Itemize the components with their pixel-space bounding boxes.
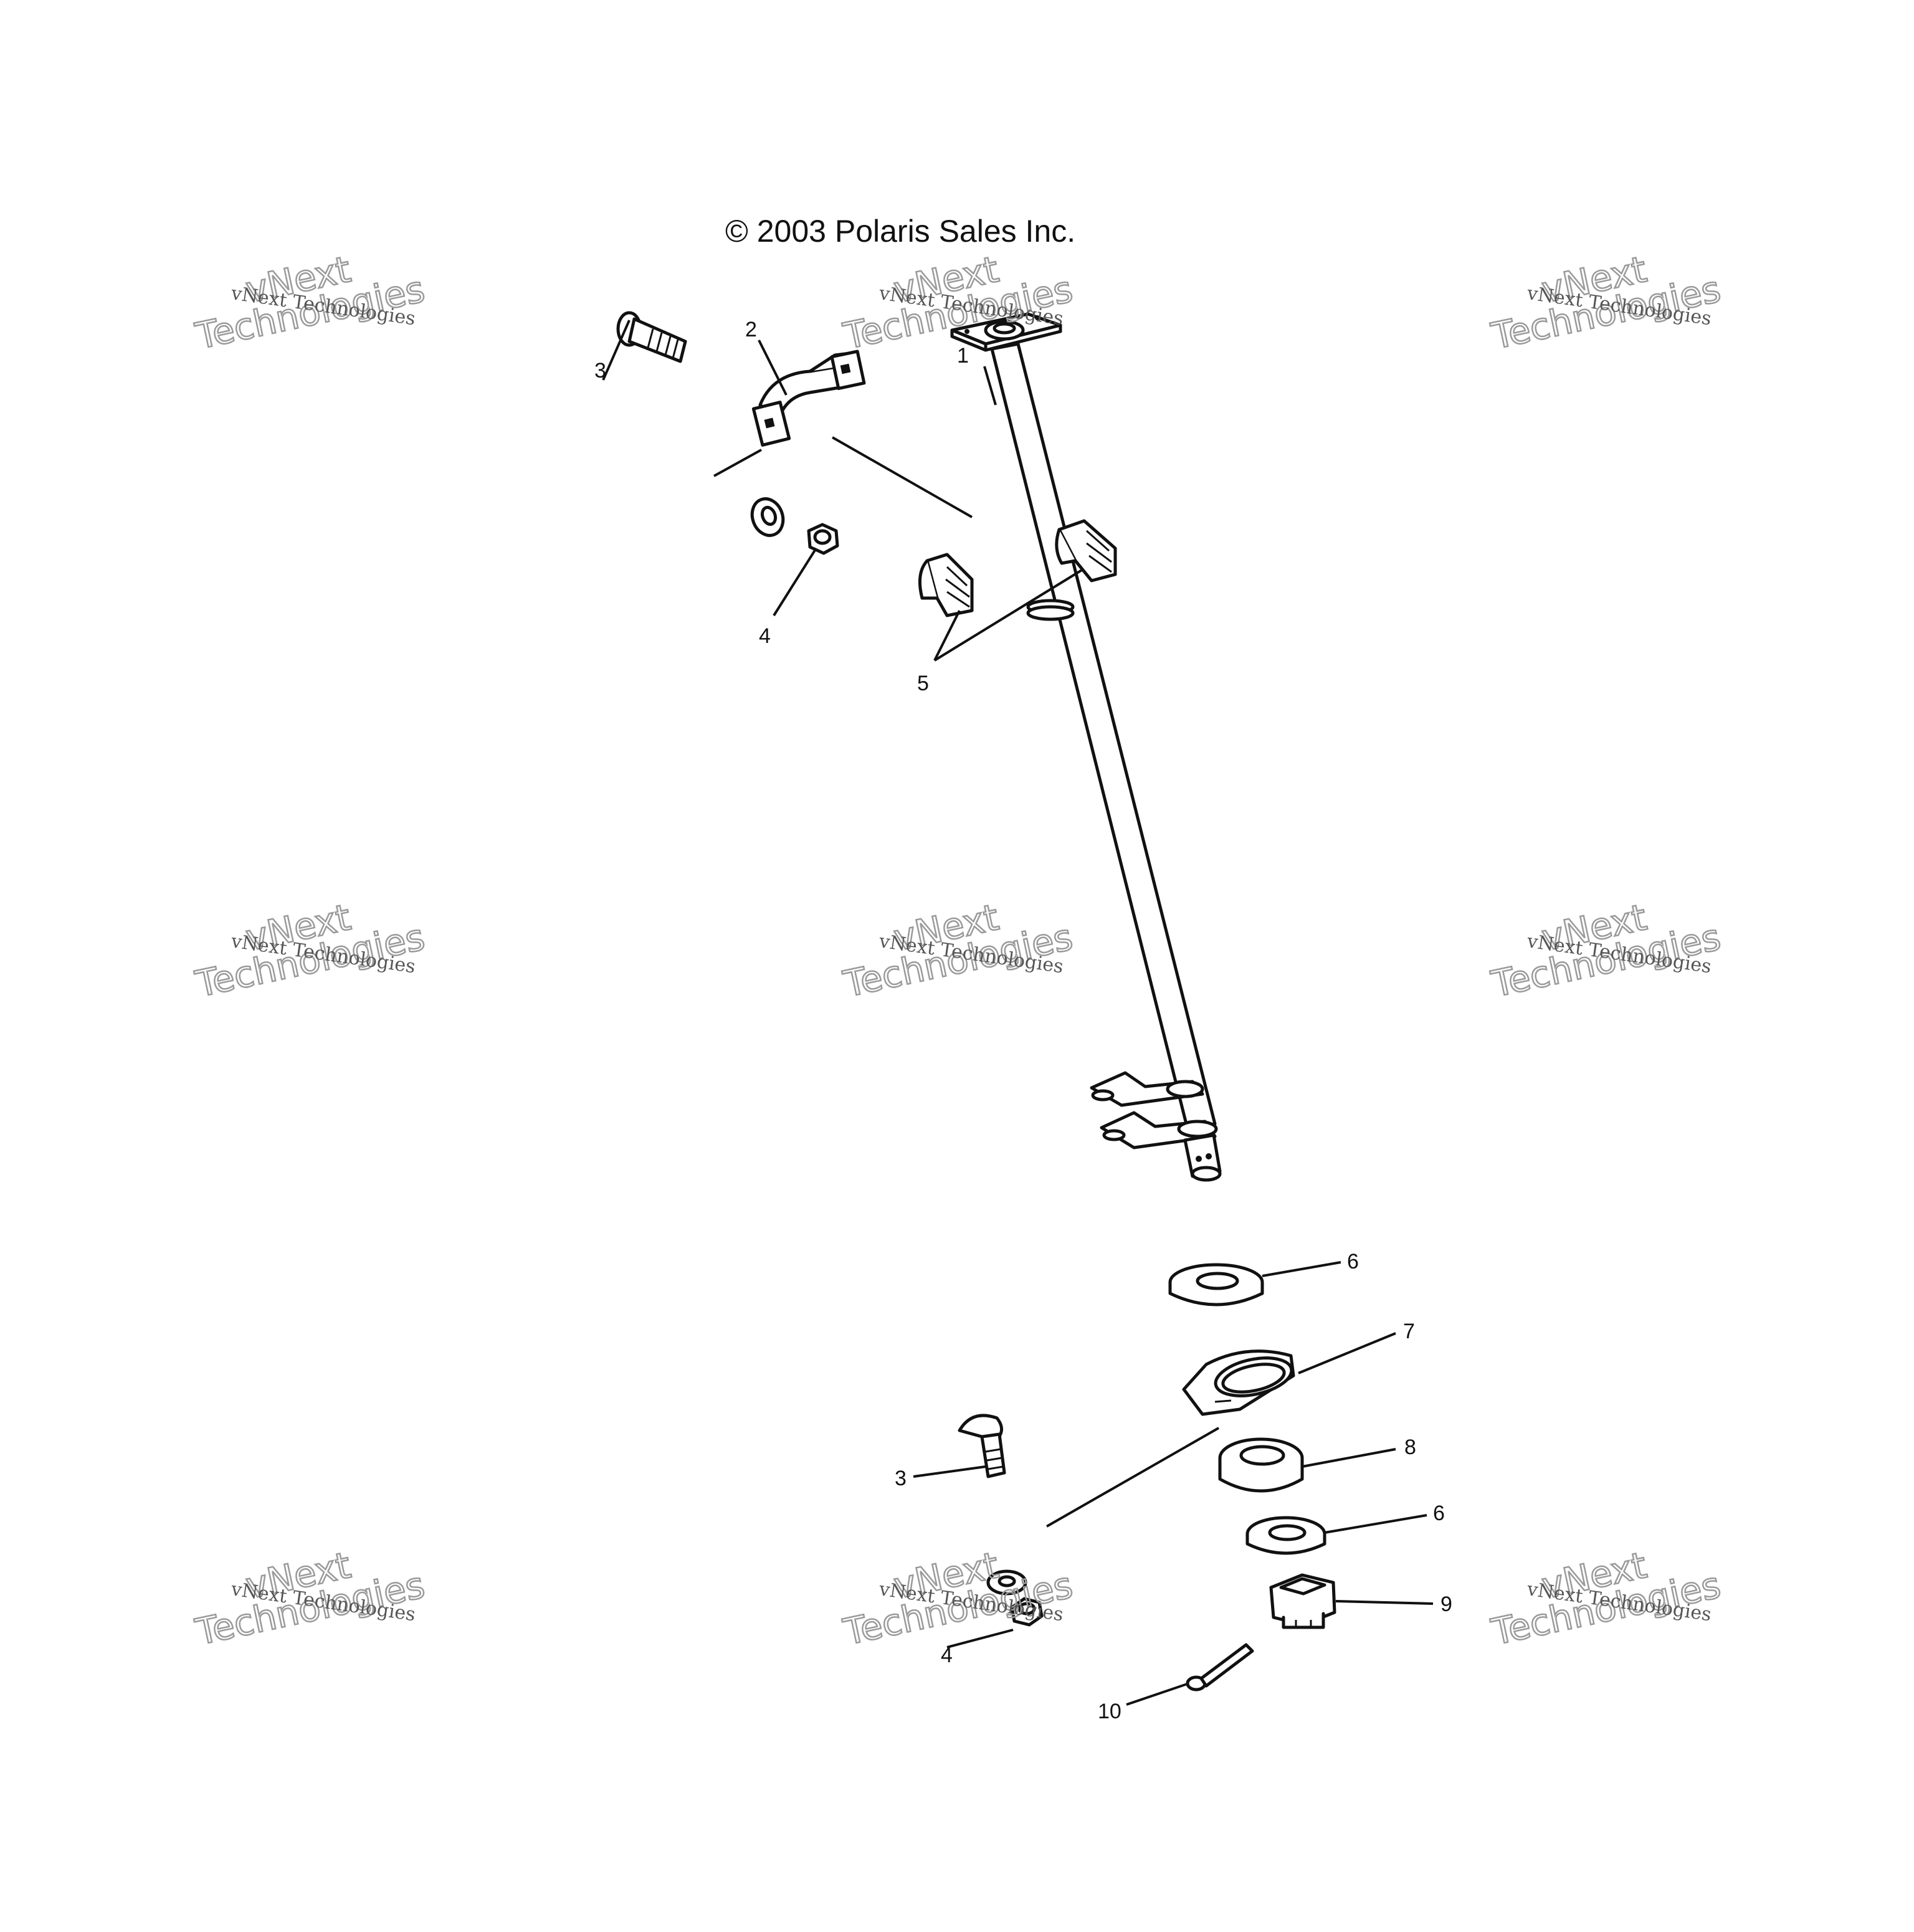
callout-8: 8 — [1404, 1435, 1416, 1459]
watermark: vNext Technologies vNext Technologies — [839, 247, 1077, 358]
watermark: vNext Technologies vNext Technologies — [191, 247, 429, 358]
callout-1: 1 — [957, 344, 969, 368]
callout-6-lower: 6 — [1433, 1501, 1445, 1525]
callout-4-upper: 4 — [759, 624, 771, 648]
bushings-part-5 — [918, 519, 1117, 617]
leader-lines — [602, 320, 1434, 1706]
callout-labels: 1 2 3 4 5 6 7 3 8 6 4 9 10 — [594, 318, 1452, 1723]
bearing-part-8 — [1218, 1437, 1304, 1493]
cotter-pin-part-10 — [1186, 1643, 1254, 1692]
watermark: vNext Technologies vNext Technologies — [191, 1543, 429, 1654]
steering-post-part-1 — [950, 312, 1222, 1182]
callout-5: 5 — [917, 672, 929, 695]
callout-9: 9 — [1440, 1592, 1452, 1616]
bolt-part-3-upper — [616, 311, 687, 363]
watermark: vNext Technologies vNext Technologies — [839, 1543, 1077, 1654]
watermark: vNext Technologies vNext Technologies — [191, 895, 429, 1006]
watermark: vNext Technologies vNext Technologies — [839, 895, 1077, 1006]
watermark: vNext Technologies vNext Technologies — [1487, 895, 1725, 1006]
clamp-part-2 — [751, 350, 866, 447]
castle-nut-part-9 — [1269, 1573, 1336, 1629]
watermark-grid: vNext Technologies vNext Technologies vN… — [191, 247, 1725, 1654]
callout-2: 2 — [745, 318, 757, 341]
nut-part-4-lower — [1010, 1597, 1044, 1627]
callout-4-lower: 4 — [941, 1644, 953, 1667]
copyright-text: © 2003 Polaris Sales Inc. — [725, 214, 1075, 249]
callout-10: 10 — [1098, 1700, 1121, 1723]
watermark: vNext Technologies vNext Technologies — [1487, 1543, 1725, 1654]
watermark: vNext Technologies vNext Technologies — [1487, 247, 1725, 358]
callout-6-upper: 6 — [1347, 1250, 1359, 1273]
washer-part-6-lower — [1245, 1516, 1326, 1555]
callout-3-lower: 3 — [895, 1467, 907, 1490]
washer-upper — [750, 497, 785, 537]
callout-3-upper: 3 — [594, 359, 606, 383]
bolt-part-3-lower — [958, 1414, 1006, 1478]
nut-part-4-upper — [807, 523, 839, 555]
washer-lower — [986, 1569, 1027, 1596]
washer-part-6-upper — [1168, 1263, 1264, 1306]
callout-7: 7 — [1403, 1320, 1415, 1343]
bearing-holder-part-7 — [1182, 1349, 1295, 1416]
